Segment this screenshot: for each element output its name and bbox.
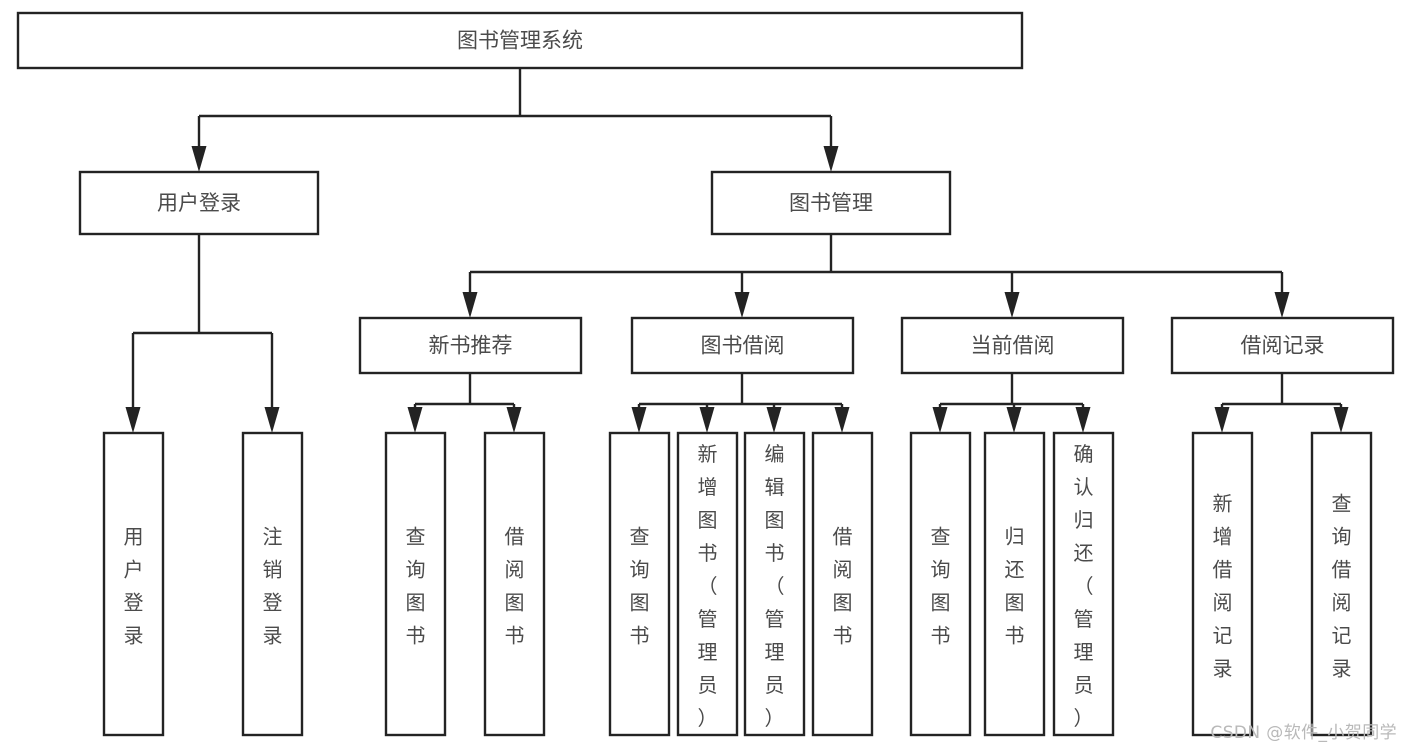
node-box[interactable]: [1170, 316, 1395, 375]
arrow-head-icon: [264, 407, 280, 433]
node-label: 图书管理系统: [457, 29, 583, 53]
node-leaf-query-record[interactable]: 查询借阅记录: [1310, 431, 1373, 737]
arrow-head-icon: [699, 407, 715, 433]
connector-group: [407, 373, 522, 433]
node-label: 图书管理: [789, 191, 873, 215]
connector-group: [125, 234, 280, 433]
arrow-head-icon: [462, 292, 478, 318]
connector-layer: [125, 68, 1349, 433]
connector-group: [1214, 373, 1349, 433]
node-leaf-return-book[interactable]: 归还图书: [983, 431, 1046, 737]
node-label: 用户登录: [157, 191, 241, 215]
node-label: 编辑图书（管理员）: [765, 442, 785, 730]
node-label: 用户登录: [124, 525, 144, 648]
node-label: 新增借阅记录: [1213, 492, 1233, 681]
node-box[interactable]: [1310, 431, 1373, 737]
node-leaf-borrow-book-1[interactable]: 借阅图书: [483, 431, 546, 737]
connector-group: [191, 68, 839, 172]
node-label: 查询借阅记录: [1332, 492, 1352, 681]
node-label: 确认归还（管理员）: [1074, 442, 1094, 730]
node-box[interactable]: [358, 316, 583, 375]
node-leaf-confirm-return[interactable]: 确认归还（管理员）: [1052, 431, 1115, 737]
node-box[interactable]: [1191, 431, 1254, 737]
node-box[interactable]: [608, 431, 671, 737]
node-leaf-logout[interactable]: 注销登录: [241, 431, 304, 737]
node-box[interactable]: [16, 11, 1024, 70]
node-box[interactable]: [384, 431, 447, 737]
arrow-head-icon: [1333, 407, 1349, 433]
node-label: 新增图书（管理员）: [698, 442, 718, 730]
arrow-head-icon: [1004, 292, 1020, 318]
node-label: 新书推荐: [429, 334, 513, 358]
node-box[interactable]: [710, 170, 952, 236]
arrow-head-icon: [125, 407, 141, 433]
node-book-manage[interactable]: 图书管理: [710, 170, 952, 236]
arrow-head-icon: [1075, 407, 1091, 433]
node-leaf-query-book-3[interactable]: 查询图书: [909, 431, 972, 737]
node-borrow-record[interactable]: 借阅记录: [1170, 316, 1395, 375]
node-root[interactable]: 图书管理系统: [16, 11, 1024, 70]
node-leaf-add-book[interactable]: 新增图书（管理员）: [676, 431, 739, 737]
node-leaf-borrow-book-2[interactable]: 借阅图书: [811, 431, 874, 737]
node-box[interactable]: [900, 316, 1125, 375]
node-leaf-edit-book[interactable]: 编辑图书（管理员）: [743, 431, 806, 737]
arrow-head-icon: [631, 407, 647, 433]
node-layer: 图书管理系统用户登录图书管理新书推荐图书借阅当前借阅借阅记录用户登录注销登录查询…: [16, 11, 1395, 737]
node-book-borrow[interactable]: 图书借阅: [630, 316, 855, 375]
node-label: 查询图书: [406, 525, 426, 648]
node-label: 借阅记录: [1241, 334, 1325, 358]
arrow-head-icon: [191, 146, 207, 172]
arrow-head-icon: [1214, 407, 1230, 433]
node-label: 查询图书: [630, 525, 650, 648]
node-label: 归还图书: [1005, 525, 1025, 648]
node-leaf-add-record[interactable]: 新增借阅记录: [1191, 431, 1254, 737]
node-box[interactable]: [909, 431, 972, 737]
node-box[interactable]: [102, 431, 165, 737]
node-current-borrow[interactable]: 当前借阅: [900, 316, 1125, 375]
node-label: 查询图书: [931, 525, 951, 648]
node-label: 借阅图书: [833, 525, 853, 648]
watermark-label: CSDN @软件_小贺同学: [1210, 723, 1397, 743]
arrow-head-icon: [734, 292, 750, 318]
connector-group: [631, 373, 850, 433]
arrow-head-icon: [766, 407, 782, 433]
connector-group: [932, 373, 1091, 433]
node-box[interactable]: [483, 431, 546, 737]
arrow-head-icon: [1274, 292, 1290, 318]
node-box[interactable]: [811, 431, 874, 737]
node-user-login[interactable]: 用户登录: [78, 170, 320, 236]
node-label: 注销登录: [263, 525, 283, 648]
arrow-head-icon: [1006, 407, 1022, 433]
node-box[interactable]: [743, 431, 806, 737]
node-box[interactable]: [241, 431, 304, 737]
arrow-head-icon: [823, 146, 839, 172]
node-box[interactable]: [630, 316, 855, 375]
connector-group: [462, 234, 1290, 318]
node-box[interactable]: [676, 431, 739, 737]
node-new-book-rec[interactable]: 新书推荐: [358, 316, 583, 375]
node-box[interactable]: [78, 170, 320, 236]
node-label: 当前借阅: [971, 334, 1055, 358]
arrow-head-icon: [834, 407, 850, 433]
arrow-head-icon: [407, 407, 423, 433]
arrow-head-icon: [506, 407, 522, 433]
node-leaf-user-login[interactable]: 用户登录: [102, 431, 165, 737]
node-label: 借阅图书: [505, 525, 525, 648]
node-label: 图书借阅: [701, 334, 785, 358]
node-leaf-query-book-2[interactable]: 查询图书: [608, 431, 671, 737]
node-box[interactable]: [983, 431, 1046, 737]
arrow-head-icon: [932, 407, 948, 433]
node-leaf-query-book-1[interactable]: 查询图书: [384, 431, 447, 737]
node-box[interactable]: [1052, 431, 1115, 737]
